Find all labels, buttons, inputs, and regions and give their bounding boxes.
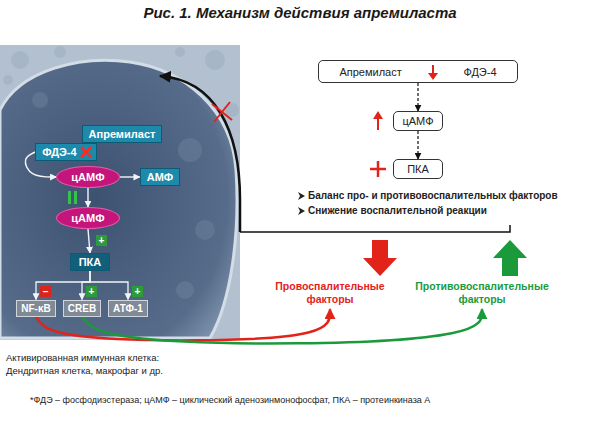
node-text: ПКА — [79, 256, 102, 268]
connector — [88, 229, 90, 253]
node-text: АМФ — [147, 171, 174, 183]
kinase-box: ПКА — [70, 253, 111, 271]
cell-note: Дендритная клетка, макрофаг и др. — [6, 365, 163, 376]
bullet-mark — [298, 207, 305, 215]
sign-mark: + — [96, 235, 107, 246]
immune-cell — [0, 60, 237, 338]
camp-oval: цАМФ — [56, 166, 119, 188]
connector — [36, 271, 90, 300]
cell-background — [0, 45, 240, 340]
figure-caption: *ФДЭ – фосфодиэстераза; цАМФ – циклическ… — [30, 395, 430, 405]
node-text: ПКА — [407, 163, 429, 175]
factor-box: CREB — [63, 300, 101, 317]
drug-box: Апремиласт — [82, 125, 163, 143]
sign-mark: + — [132, 286, 143, 297]
process-box: цАМФ — [393, 111, 443, 131]
node-text: Провоспалительные факторы — [262, 280, 398, 305]
node-text: ФДЭ-4 — [463, 66, 496, 78]
node-text: Противовоспалительные факторы — [406, 280, 558, 305]
bracket — [240, 225, 510, 232]
block-mark — [212, 102, 232, 122]
node-text: цАМФ — [71, 171, 104, 183]
node-text: АТФ-1 — [113, 303, 143, 314]
cell-note: Активированная иммунная клетка: — [6, 352, 159, 363]
node-text: ФДЭ-4 — [42, 146, 76, 158]
activation-plus — [370, 161, 386, 177]
bullet-mark — [298, 192, 305, 200]
big-arrow — [362, 240, 398, 276]
node-text: Апремиласт — [339, 66, 401, 78]
factor-box: NF-κB — [16, 300, 55, 317]
sign-mark: – — [40, 286, 51, 297]
node-text: Апремиласт — [89, 128, 156, 140]
cell-texture — [32, 92, 215, 299]
big-arrow — [492, 240, 528, 276]
increase-arrow — [373, 111, 383, 130]
feedback-arrow — [160, 76, 240, 232]
effect-arrow: Провоспалительные факторы — [260, 240, 400, 309]
node-text: NF-κB — [21, 303, 50, 314]
connector — [87, 188, 88, 207]
enzyme-box: ФДЭ-4 — [35, 143, 96, 161]
figure-title: Рис. 1. Механизм действия апремиласта — [0, 4, 600, 21]
connector — [120, 176, 140, 177]
process-box: ПКА — [393, 159, 443, 179]
bullet-text: Баланс про- и противовоспалительных факт… — [308, 190, 558, 201]
connector — [417, 131, 418, 159]
sign-mark: + — [86, 286, 97, 297]
connector — [417, 83, 418, 111]
inhibition-cross — [80, 146, 92, 158]
effect-arrow: Противовоспалительные факторы — [404, 240, 560, 309]
camp-oval: цАМФ — [56, 207, 119, 229]
factor-box: АТФ-1 — [108, 300, 148, 317]
amp-box: АМФ — [140, 168, 181, 186]
node-text: цАМФ — [402, 115, 433, 127]
node-text: цАМФ — [71, 212, 104, 224]
node-text: CREB — [68, 303, 96, 314]
increase-bars — [68, 191, 77, 204]
process-box: Апремиласт ФДЭ-4 — [318, 60, 518, 83]
bullet-text: Снижение воспалительной реакции — [308, 205, 487, 216]
decrease-arrow — [427, 64, 439, 80]
